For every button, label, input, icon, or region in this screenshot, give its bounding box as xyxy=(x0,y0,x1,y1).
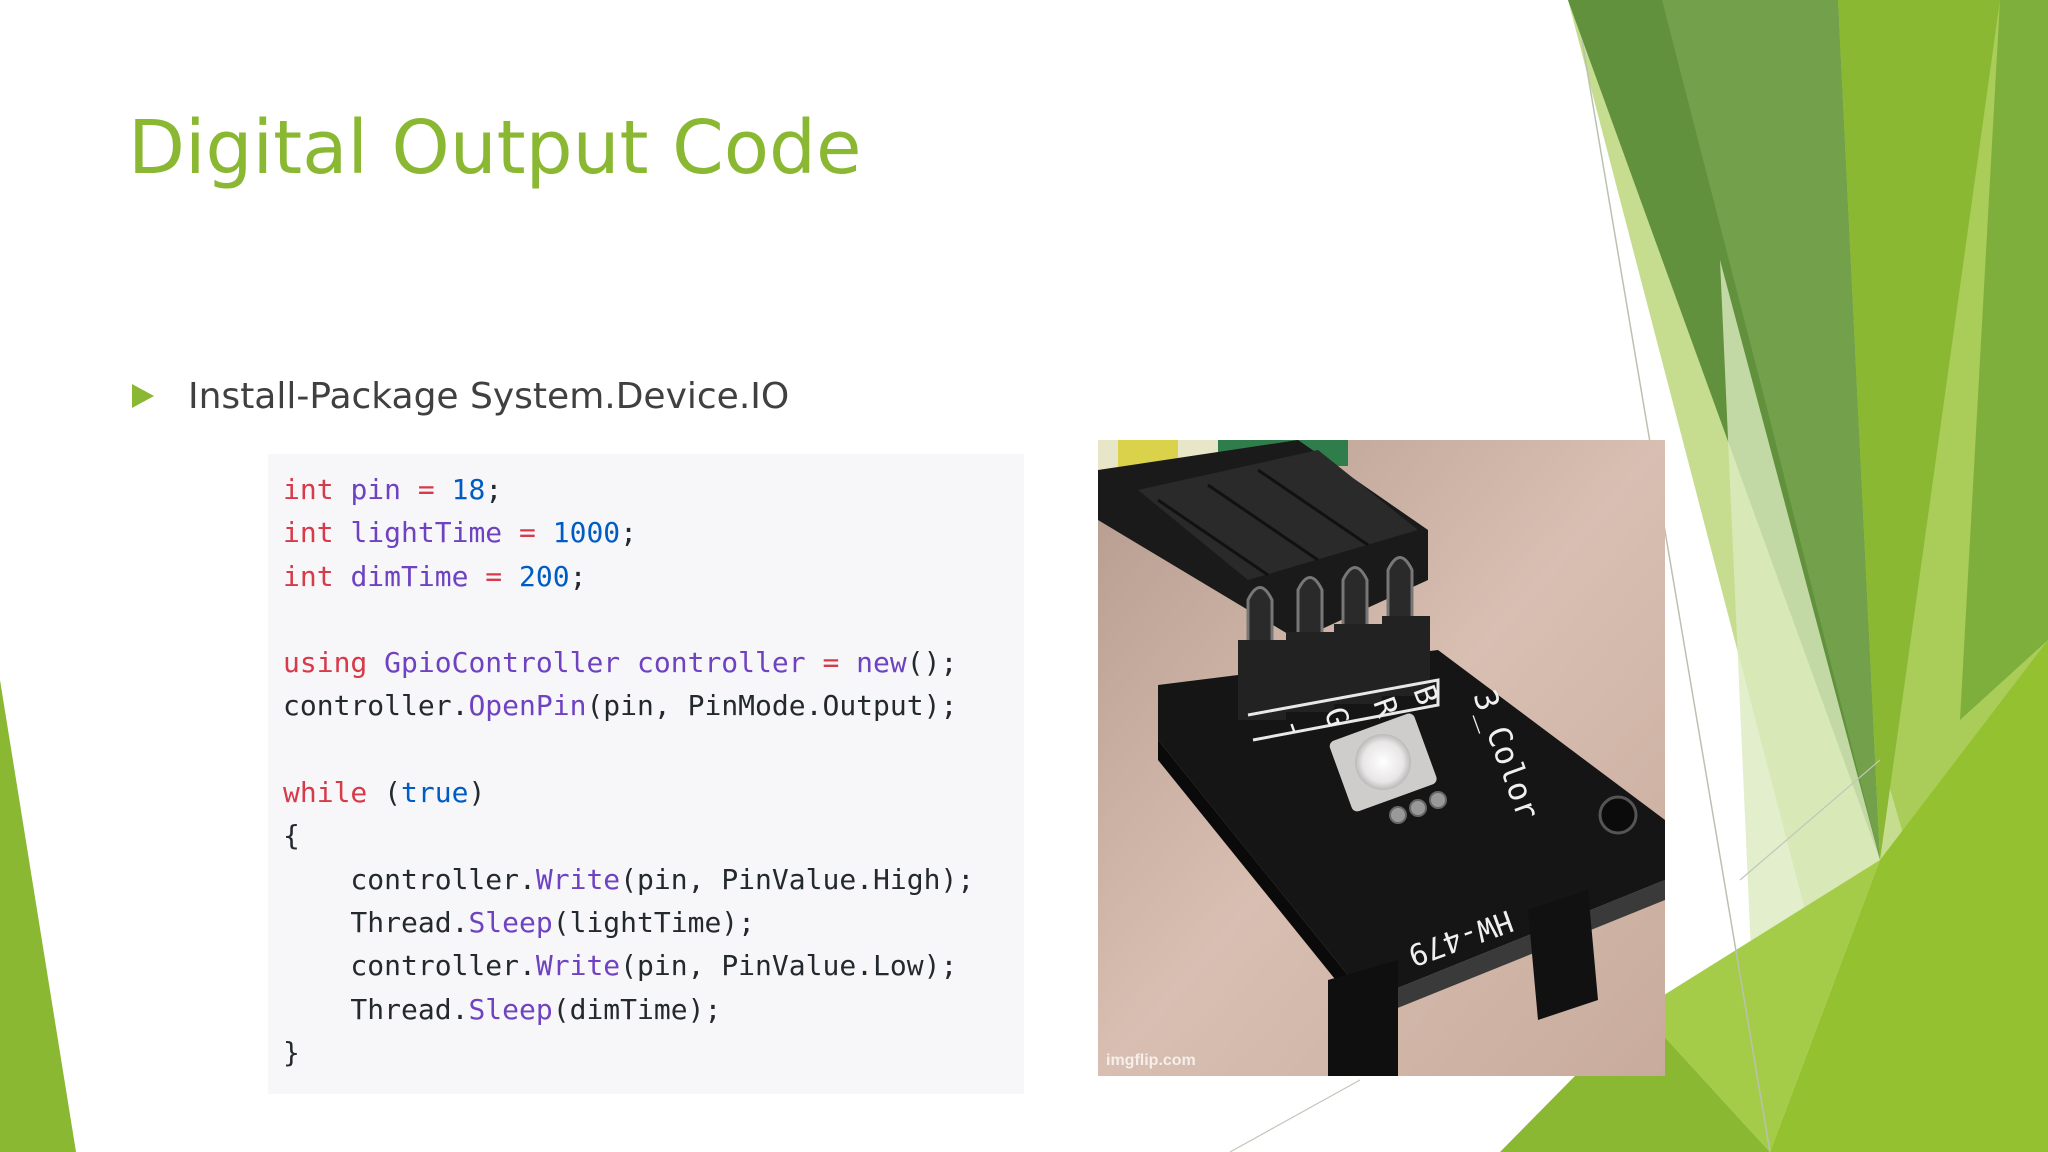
code-token: Write xyxy=(535,949,621,983)
code-line: Thread.Sleep(dimTime); xyxy=(283,988,1024,1031)
code-block: int pin = 18;int lightTime = 1000;int di… xyxy=(268,454,1024,1094)
rgb-led-module-photo: B R G - 3_Color HW-479 imgflip.com xyxy=(1098,440,1665,1076)
code-token: dimTime xyxy=(350,559,469,593)
code-token: controller. xyxy=(283,949,536,983)
code-token: using xyxy=(283,646,385,680)
code-line: { xyxy=(283,814,1024,857)
code-token: Write xyxy=(535,862,621,896)
code-token: while xyxy=(283,776,385,810)
code-token: = xyxy=(468,559,520,593)
code-line xyxy=(283,598,1024,641)
code-line: int dimTime = 200; xyxy=(283,555,1024,598)
code-token: = xyxy=(805,646,857,680)
code-token: ) xyxy=(468,776,486,810)
code-token: (); xyxy=(906,646,958,680)
code-token: OpenPin xyxy=(468,689,587,723)
code-line: Thread.Sleep(lightTime); xyxy=(283,901,1024,944)
code-token: { xyxy=(283,819,300,853)
code-token: pin xyxy=(350,473,402,506)
code-line: } xyxy=(283,1031,1024,1074)
code-token: Sleep xyxy=(468,992,553,1026)
code-token: true xyxy=(401,776,469,810)
code-token: 200 xyxy=(519,559,570,593)
code-token: int xyxy=(283,473,351,506)
photo-watermark: imgflip.com xyxy=(1106,1052,1196,1069)
code-token: (pin, PinValue.High); xyxy=(620,862,975,896)
code-line: while (true) xyxy=(283,771,1024,814)
code-token: Thread. xyxy=(283,905,469,939)
bullet-text: Install-Package System.Device.IO xyxy=(188,375,790,417)
code-token: (dimTime); xyxy=(552,992,722,1026)
code-token: controller. xyxy=(283,862,536,896)
code-token: = xyxy=(401,473,452,506)
code-line: int lightTime = 1000; xyxy=(283,511,1024,554)
code-token: (pin, PinMode.Output); xyxy=(586,689,958,723)
code-token: Thread. xyxy=(283,992,469,1026)
slide-title: Digital Output Code xyxy=(128,105,862,191)
code-token: 18 xyxy=(451,473,486,506)
bullet-arrow-icon xyxy=(132,384,154,408)
bullet-item: Install-Package System.Device.IO xyxy=(132,368,789,424)
code-line xyxy=(283,728,1024,771)
code-token: 1000 xyxy=(552,516,621,550)
code-token: int xyxy=(283,559,351,593)
code-token: ; xyxy=(620,516,638,550)
code-line: using GpioController controller = new(); xyxy=(283,641,1024,684)
code-token: ; xyxy=(485,473,503,506)
code-token: GpioController controller xyxy=(384,646,806,680)
code-line: controller.Write(pin, PinValue.High); xyxy=(283,858,1024,901)
code-token: ( xyxy=(384,776,402,810)
code-token: int xyxy=(283,516,351,550)
code-line: controller.OpenPin(pin, PinMode.Output); xyxy=(283,684,1024,727)
code-line: controller.Write(pin, PinValue.Low); xyxy=(283,944,1024,987)
code-token: Sleep xyxy=(468,905,553,939)
code-line: int pin = 18; xyxy=(283,468,1024,511)
code-token: (pin, PinValue.Low); xyxy=(620,949,958,983)
code-token: ; xyxy=(569,559,587,593)
code-token: controller. xyxy=(283,689,469,723)
code-token: = xyxy=(502,516,553,550)
code-token: (lightTime); xyxy=(552,905,756,939)
code-token: } xyxy=(283,1035,300,1069)
code-token: new xyxy=(856,646,907,680)
code-token: lightTime xyxy=(350,516,503,550)
